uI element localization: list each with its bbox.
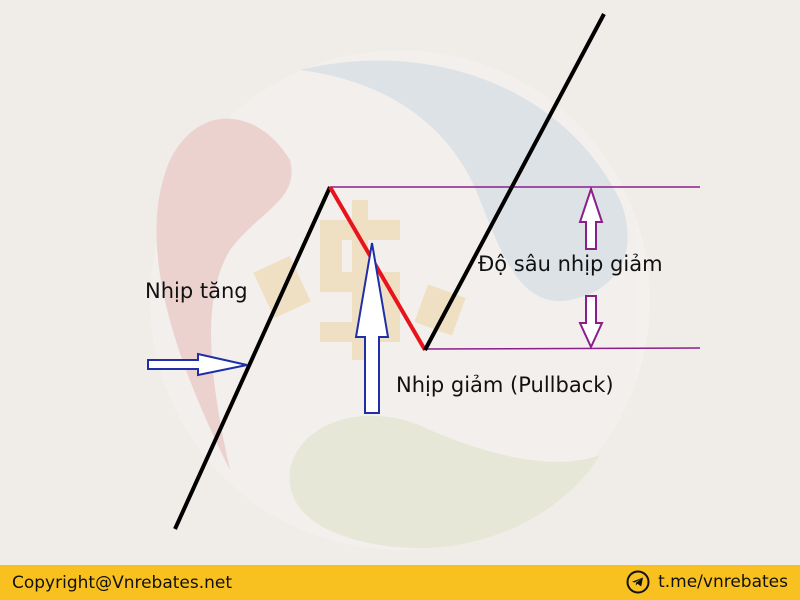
continuation-line	[423, 13, 606, 351]
footer-bar: Copyright@Vnrebates.net t.me/vnrebates	[0, 565, 800, 600]
depth-label: Độ sâu nhịp giảm	[478, 252, 663, 276]
depth-arrow-up-icon	[578, 185, 604, 250]
telegram-icon	[626, 570, 650, 594]
depth-arrow-down-icon	[578, 295, 604, 350]
right-arrow-icon	[147, 352, 248, 377]
uptrend-line	[173, 186, 332, 530]
telegram-link[interactable]: t.me/vnrebates	[626, 570, 788, 594]
pullback-label: Nhịp giảm (Pullback)	[396, 373, 614, 397]
level-line-bottom	[424, 347, 701, 350]
telegram-link-text[interactable]: t.me/vnrebates	[658, 572, 788, 592]
copyright-text: Copyright@Vnrebates.net	[12, 573, 233, 593]
pullback-diagram: Nhịp tăng Nhịp giảm (Pullback) Độ sâu nh…	[145, 13, 701, 550]
up-arrow-icon	[354, 242, 390, 414]
uptrend-label: Nhịp tăng	[145, 279, 248, 303]
diagram-canvas: Nhịp tăng Nhịp giảm (Pullback) Độ sâu nh…	[145, 13, 701, 550]
pullback-line	[328, 185, 427, 352]
